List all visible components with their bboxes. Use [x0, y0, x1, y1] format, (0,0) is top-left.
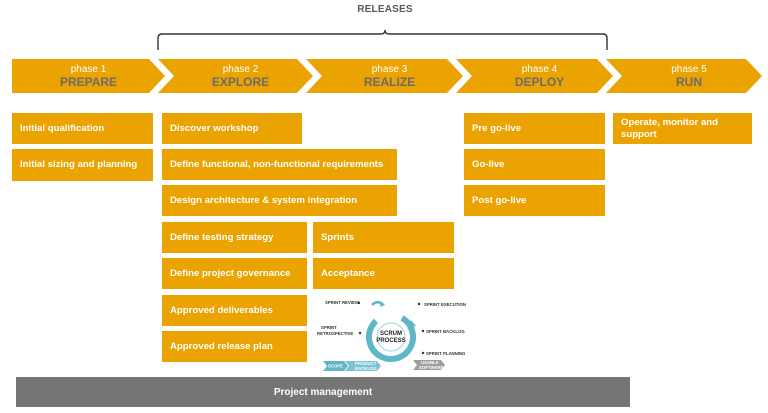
task-design-architecture: Design architecture & system integration: [162, 185, 397, 216]
task-discover-workshop: Discover workshop: [162, 113, 302, 144]
task-operate-monitor-support: Operate, monitor and support: [613, 113, 752, 144]
task-initial-sizing: Initial sizing and planning: [12, 149, 153, 181]
svg-text:RETROSPECTIVE: RETROSPECTIVE: [317, 331, 353, 336]
task-initial-qualification: Initial qualification: [12, 113, 153, 144]
svg-text:SPRINT: SPRINT: [321, 325, 337, 330]
task-approved-deliverables: Approved deliverables: [162, 295, 307, 326]
phase-name: REALIZE: [363, 75, 416, 89]
product-backlog-arrow: [345, 361, 381, 371]
task-define-project-governance: Define project governance: [162, 258, 307, 289]
phase-number: phase 5: [671, 64, 707, 75]
svg-text:USABLE: USABLE: [421, 360, 439, 365]
phase-deploy: phase 4 DEPLOY: [456, 59, 613, 93]
phase-name: PREPARE: [59, 75, 118, 89]
phase-number: phase 2: [222, 64, 259, 75]
task-define-requirements: Define functional, non-functional requir…: [162, 149, 397, 180]
cycle-arrow-icon: [408, 320, 416, 327]
phase-realize: phase 3 REALIZE: [306, 59, 463, 93]
project-management-bar: Project management: [16, 377, 630, 407]
task-go-live: Go-live: [464, 149, 605, 180]
svg-text:SPRINT EXECUTION: SPRINT EXECUTION: [424, 302, 466, 307]
releases-brace: [157, 29, 608, 50]
svg-text:SPRINT PLANNING: SPRINT PLANNING: [426, 351, 466, 356]
task-define-testing-strategy: Define testing strategy: [162, 222, 307, 253]
phase-number: phase 4: [521, 64, 558, 75]
phase-run: phase 5 RUN: [606, 59, 762, 93]
svg-text:PROCESS: PROCESS: [376, 338, 405, 344]
svg-text:PRODUCT: PRODUCT: [355, 361, 377, 366]
svg-text:SPRINT REVIEW: SPRINT REVIEW: [325, 300, 360, 305]
task-post-go-live: Post go-live: [464, 185, 605, 216]
usable-software-arrow: [413, 360, 445, 370]
scrum-cycle-ring: [366, 312, 416, 362]
phase-number: phase 3: [371, 64, 408, 75]
svg-text:SCOPE: SCOPE: [328, 364, 343, 369]
phase-name: EXPLORE: [211, 75, 270, 89]
phase-name: DEPLOY: [514, 75, 565, 89]
svg-text:SPRINT BACKLOG: SPRINT BACKLOG: [426, 329, 465, 334]
task-pre-go-live: Pre go-live: [464, 113, 605, 144]
phase-name: RUN: [676, 75, 702, 89]
svg-text:SCRUM: SCRUM: [380, 331, 402, 337]
svg-text:SOFTWARE: SOFTWARE: [419, 365, 443, 370]
phase-explore: phase 2 EXPLORE: [158, 59, 313, 93]
task-approved-release-plan: Approved release plan: [162, 331, 307, 362]
phase-prepare: phase 1 PREPARE: [12, 59, 165, 93]
task-acceptance: Acceptance: [313, 258, 454, 289]
svg-text:BACKLOG: BACKLOG: [355, 366, 377, 371]
phase-number: phase 1: [70, 64, 107, 75]
scope-arrow: [323, 361, 348, 371]
scrum-process-diagram: SCRUM PROCESS SPRINT REVIEW SPRINT EXECU…: [317, 300, 466, 371]
task-sprints: Sprints: [313, 222, 454, 253]
releases-label: RELEASES: [357, 4, 413, 15]
